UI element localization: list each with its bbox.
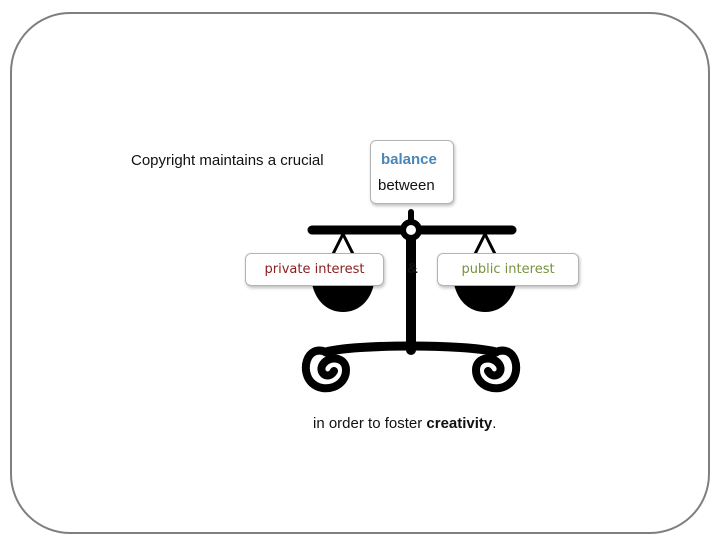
balance-word: balance [381,151,437,168]
private-interest-label: private interest [264,262,365,277]
public-interest-box: public interest [437,253,579,286]
closing-line: in order to foster creativity. [313,415,496,432]
lead-text: Copyright maintains a crucial [131,152,324,169]
creativity-word: creativity [426,415,493,432]
between-word: between [378,177,435,194]
public-interest-label: public interest [461,262,555,277]
ampersand: & [407,260,418,277]
private-interest-box: private interest [245,253,384,286]
closing-prefix: in order to foster [313,415,423,432]
balance-box: balance between [370,140,454,204]
closing-suffix: . [492,415,497,432]
